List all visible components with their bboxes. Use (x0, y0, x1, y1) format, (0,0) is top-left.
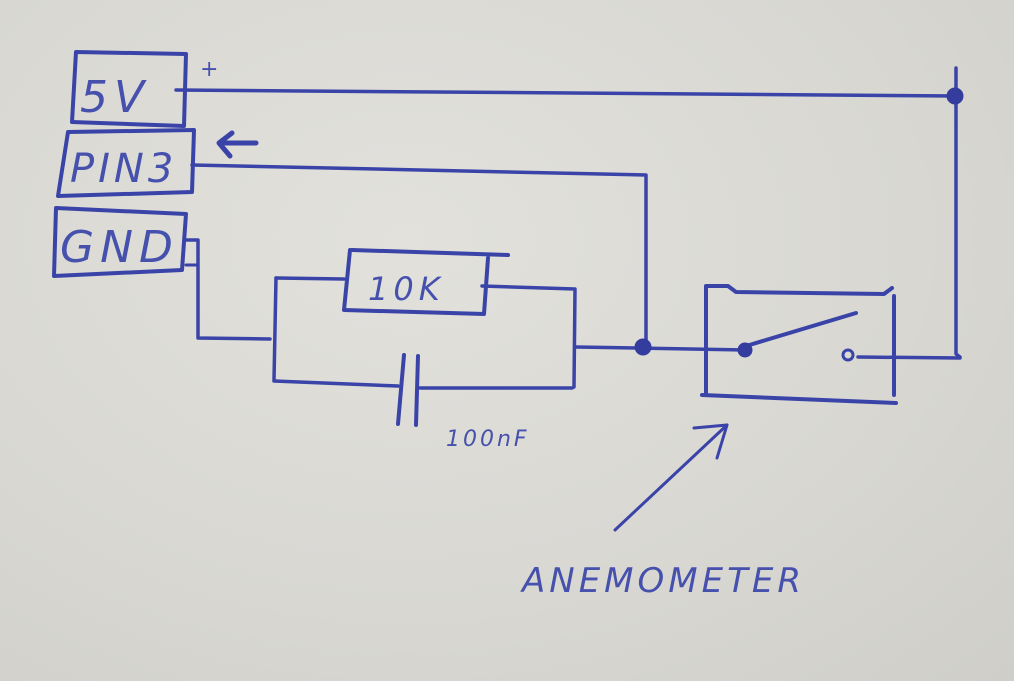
wires (174, 66, 962, 390)
capacitor-plate-right (414, 354, 420, 427)
terminal-gnd-box (52, 206, 188, 278)
switch-contact-common (737, 342, 753, 358)
wire-gnd (184, 238, 272, 341)
arrow-left-icon (216, 130, 259, 159)
switch-enclosure-bottom (700, 393, 898, 405)
capacitor: 100nF (396, 353, 530, 452)
wire-pin3 (190, 163, 648, 347)
capacitor-value: 100nF (446, 427, 530, 452)
terminal-pin3-label: PIN3 (70, 146, 177, 192)
terminal-gnd: GND (52, 206, 188, 278)
terminal-pin3: PIN3 (56, 128, 259, 198)
resistor: 10K (342, 248, 510, 316)
capacitor-plate-left (396, 353, 406, 426)
wire-cap-left (272, 379, 400, 388)
terminal-5v-box (70, 50, 188, 128)
switch-contact-open (841, 348, 855, 362)
junction-pin3 (634, 338, 652, 356)
wire-rc-right (480, 284, 577, 389)
wire-to-switch (574, 345, 748, 352)
wire-resistor-left (274, 276, 346, 281)
terminal-5v-label: 5V (80, 72, 150, 123)
terminal-pin3-box (56, 128, 196, 198)
wire-right-rail (954, 66, 962, 359)
wire-5v (174, 88, 958, 98)
arrow-up-right-icon (613, 423, 729, 532)
anemometer-label: ANEMOMETER (520, 561, 805, 601)
switch-lever (744, 311, 858, 348)
resistor-body (342, 248, 510, 316)
junction-5v (946, 87, 964, 105)
wire-rc-left (272, 276, 278, 382)
wire-switch-out (856, 355, 962, 360)
terminal-5v: 5V + (70, 50, 221, 128)
resistor-value: 10K (368, 270, 445, 308)
terminal-gnd-label: GND (60, 222, 179, 273)
terminal-5v-polarity: + (200, 57, 221, 82)
switch-enclosure-top (704, 284, 894, 397)
anemometer-switch (700, 284, 898, 405)
